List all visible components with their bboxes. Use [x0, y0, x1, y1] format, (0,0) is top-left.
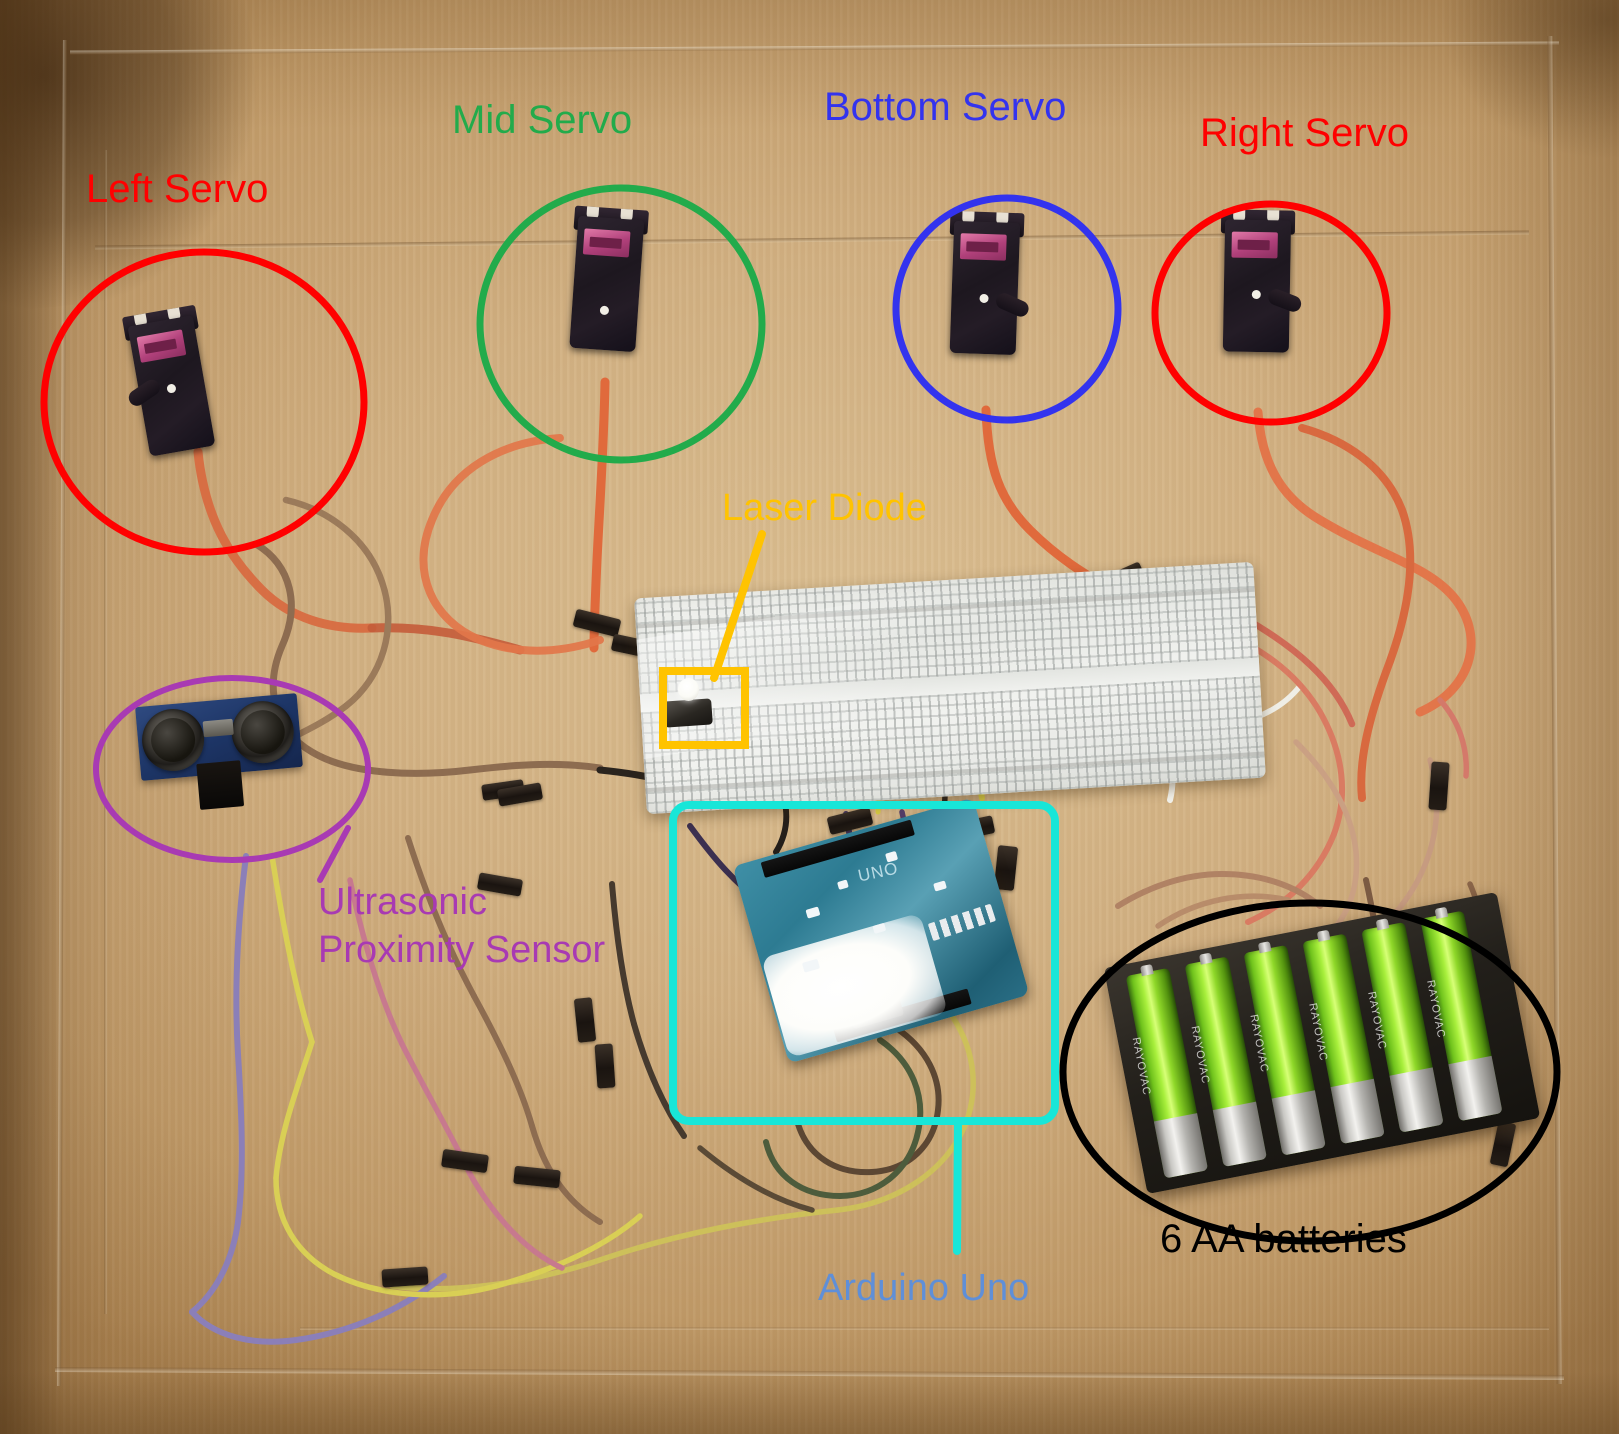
jumper-sleeve: [381, 1266, 429, 1288]
annotation-label-ultrasonic-sensor-line1: Ultrasonic: [318, 881, 487, 923]
servo-brand-label-text: [966, 241, 999, 253]
jumper-sleeve: [594, 1043, 616, 1089]
solderless-breadboard: [634, 561, 1266, 815]
battery-positive-terminal: [1316, 929, 1331, 942]
laser-diode-base: [663, 698, 713, 728]
battery-positive-terminal: [1257, 941, 1272, 954]
battery-positive-terminal: [1434, 906, 1449, 919]
annotation-label-laser-diode: Laser Diode: [722, 487, 927, 529]
annotation-label-arduino-uno: Arduino Uno: [818, 1267, 1030, 1309]
sensor-crystal: [202, 718, 234, 738]
annotation-label-bottom-servo: Bottom Servo: [824, 85, 1067, 129]
annotation-label-batteries: 6 AA batteries: [1160, 1217, 1407, 1261]
servo-motor-right: [1217, 197, 1304, 368]
box-bottom-wall: [0, 1372, 1619, 1434]
box-corner-shadow-top-right: [1439, 0, 1619, 160]
servo-motor-mid: [562, 193, 652, 368]
battery-positive-terminal: [1198, 952, 1213, 965]
jumper-sleeve: [1428, 761, 1450, 811]
annotation-label-left-servo: Left Servo: [86, 167, 269, 211]
servo-output-shaft: [1251, 289, 1261, 300]
servo-motor-bottom: [943, 199, 1032, 372]
sensor-pin-header: [196, 760, 245, 810]
servo-brand-label-text: [589, 236, 622, 249]
annotation-label-ultrasonic-sensor-line2: Proximity Sensor: [318, 929, 606, 971]
box-left-wall: [0, 0, 62, 1434]
annotation-label-right-servo: Right Servo: [1200, 111, 1409, 155]
transducer-mesh: [238, 708, 287, 757]
battery-positive-terminal: [1140, 964, 1154, 977]
box-flap-edge-bottom-inner: [300, 1327, 1549, 1330]
transducer-mesh: [149, 716, 197, 764]
servo-brand-label-text: [1237, 239, 1270, 251]
battery-positive-terminal: [1375, 918, 1390, 931]
annotation-label-mid-servo: Mid Servo: [452, 98, 633, 142]
ultrasonic-sensor-module: [135, 693, 303, 810]
laser-diode-emitter: [678, 678, 699, 701]
